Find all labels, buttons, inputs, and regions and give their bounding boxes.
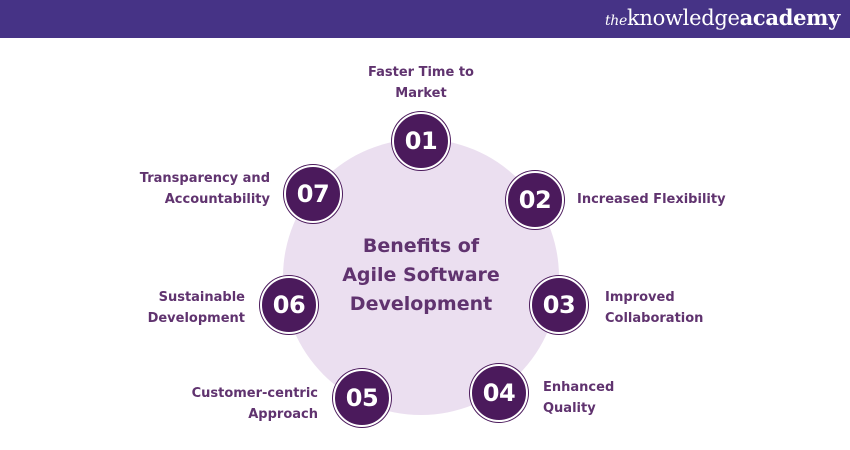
knowledge-academy-logo: theknowledgeacademy xyxy=(605,5,840,30)
label-05: Customer-centric Approach xyxy=(170,383,318,425)
label-01: Faster Time to Market xyxy=(345,62,497,104)
label-04-line-2: Quality xyxy=(543,401,596,416)
node-06: 06 xyxy=(260,276,318,334)
label-04: Enhanced Quality xyxy=(543,377,614,419)
node-07: 07 xyxy=(284,165,342,223)
title-line-3: Development xyxy=(349,293,493,315)
node-03: 03 xyxy=(530,276,588,334)
label-07-line-1: Transparency and xyxy=(139,171,270,186)
node-01: 01 xyxy=(392,112,450,170)
logo-the: the xyxy=(604,13,627,29)
label-03: Improved Collaboration xyxy=(605,287,703,329)
node-02: 02 xyxy=(506,171,564,229)
label-01-line-1: Faster Time to xyxy=(368,65,474,80)
label-04-line-1: Enhanced xyxy=(543,380,615,395)
label-07: Transparency and Accountability xyxy=(110,168,270,210)
logo-knowledge: knowledge xyxy=(626,6,740,30)
header-bar: theknowledgeacademy xyxy=(0,0,850,38)
label-03-line-1: Improved xyxy=(605,290,675,305)
node-05: 05 xyxy=(333,369,391,427)
label-02: Increased Flexibility xyxy=(577,189,726,210)
label-06: Sustainable Development xyxy=(120,287,245,329)
label-03-line-2: Collaboration xyxy=(605,311,704,326)
label-05-line-2: Approach xyxy=(248,407,318,422)
diagram-title: Benefits of Agile Software Development xyxy=(321,232,521,319)
label-05-line-1: Customer-centric xyxy=(191,386,318,401)
label-06-line-1: Sustainable xyxy=(158,290,245,305)
logo-academy: academy xyxy=(739,5,841,30)
node-04: 04 xyxy=(470,364,528,422)
title-line-2: Agile Software xyxy=(342,264,500,286)
label-06-line-2: Development xyxy=(147,311,245,326)
title-line-1: Benefits of xyxy=(362,235,480,257)
label-02-line-1: Increased Flexibility xyxy=(577,192,726,207)
label-07-line-2: Accountability xyxy=(164,192,270,207)
label-01-line-2: Market xyxy=(395,86,447,101)
